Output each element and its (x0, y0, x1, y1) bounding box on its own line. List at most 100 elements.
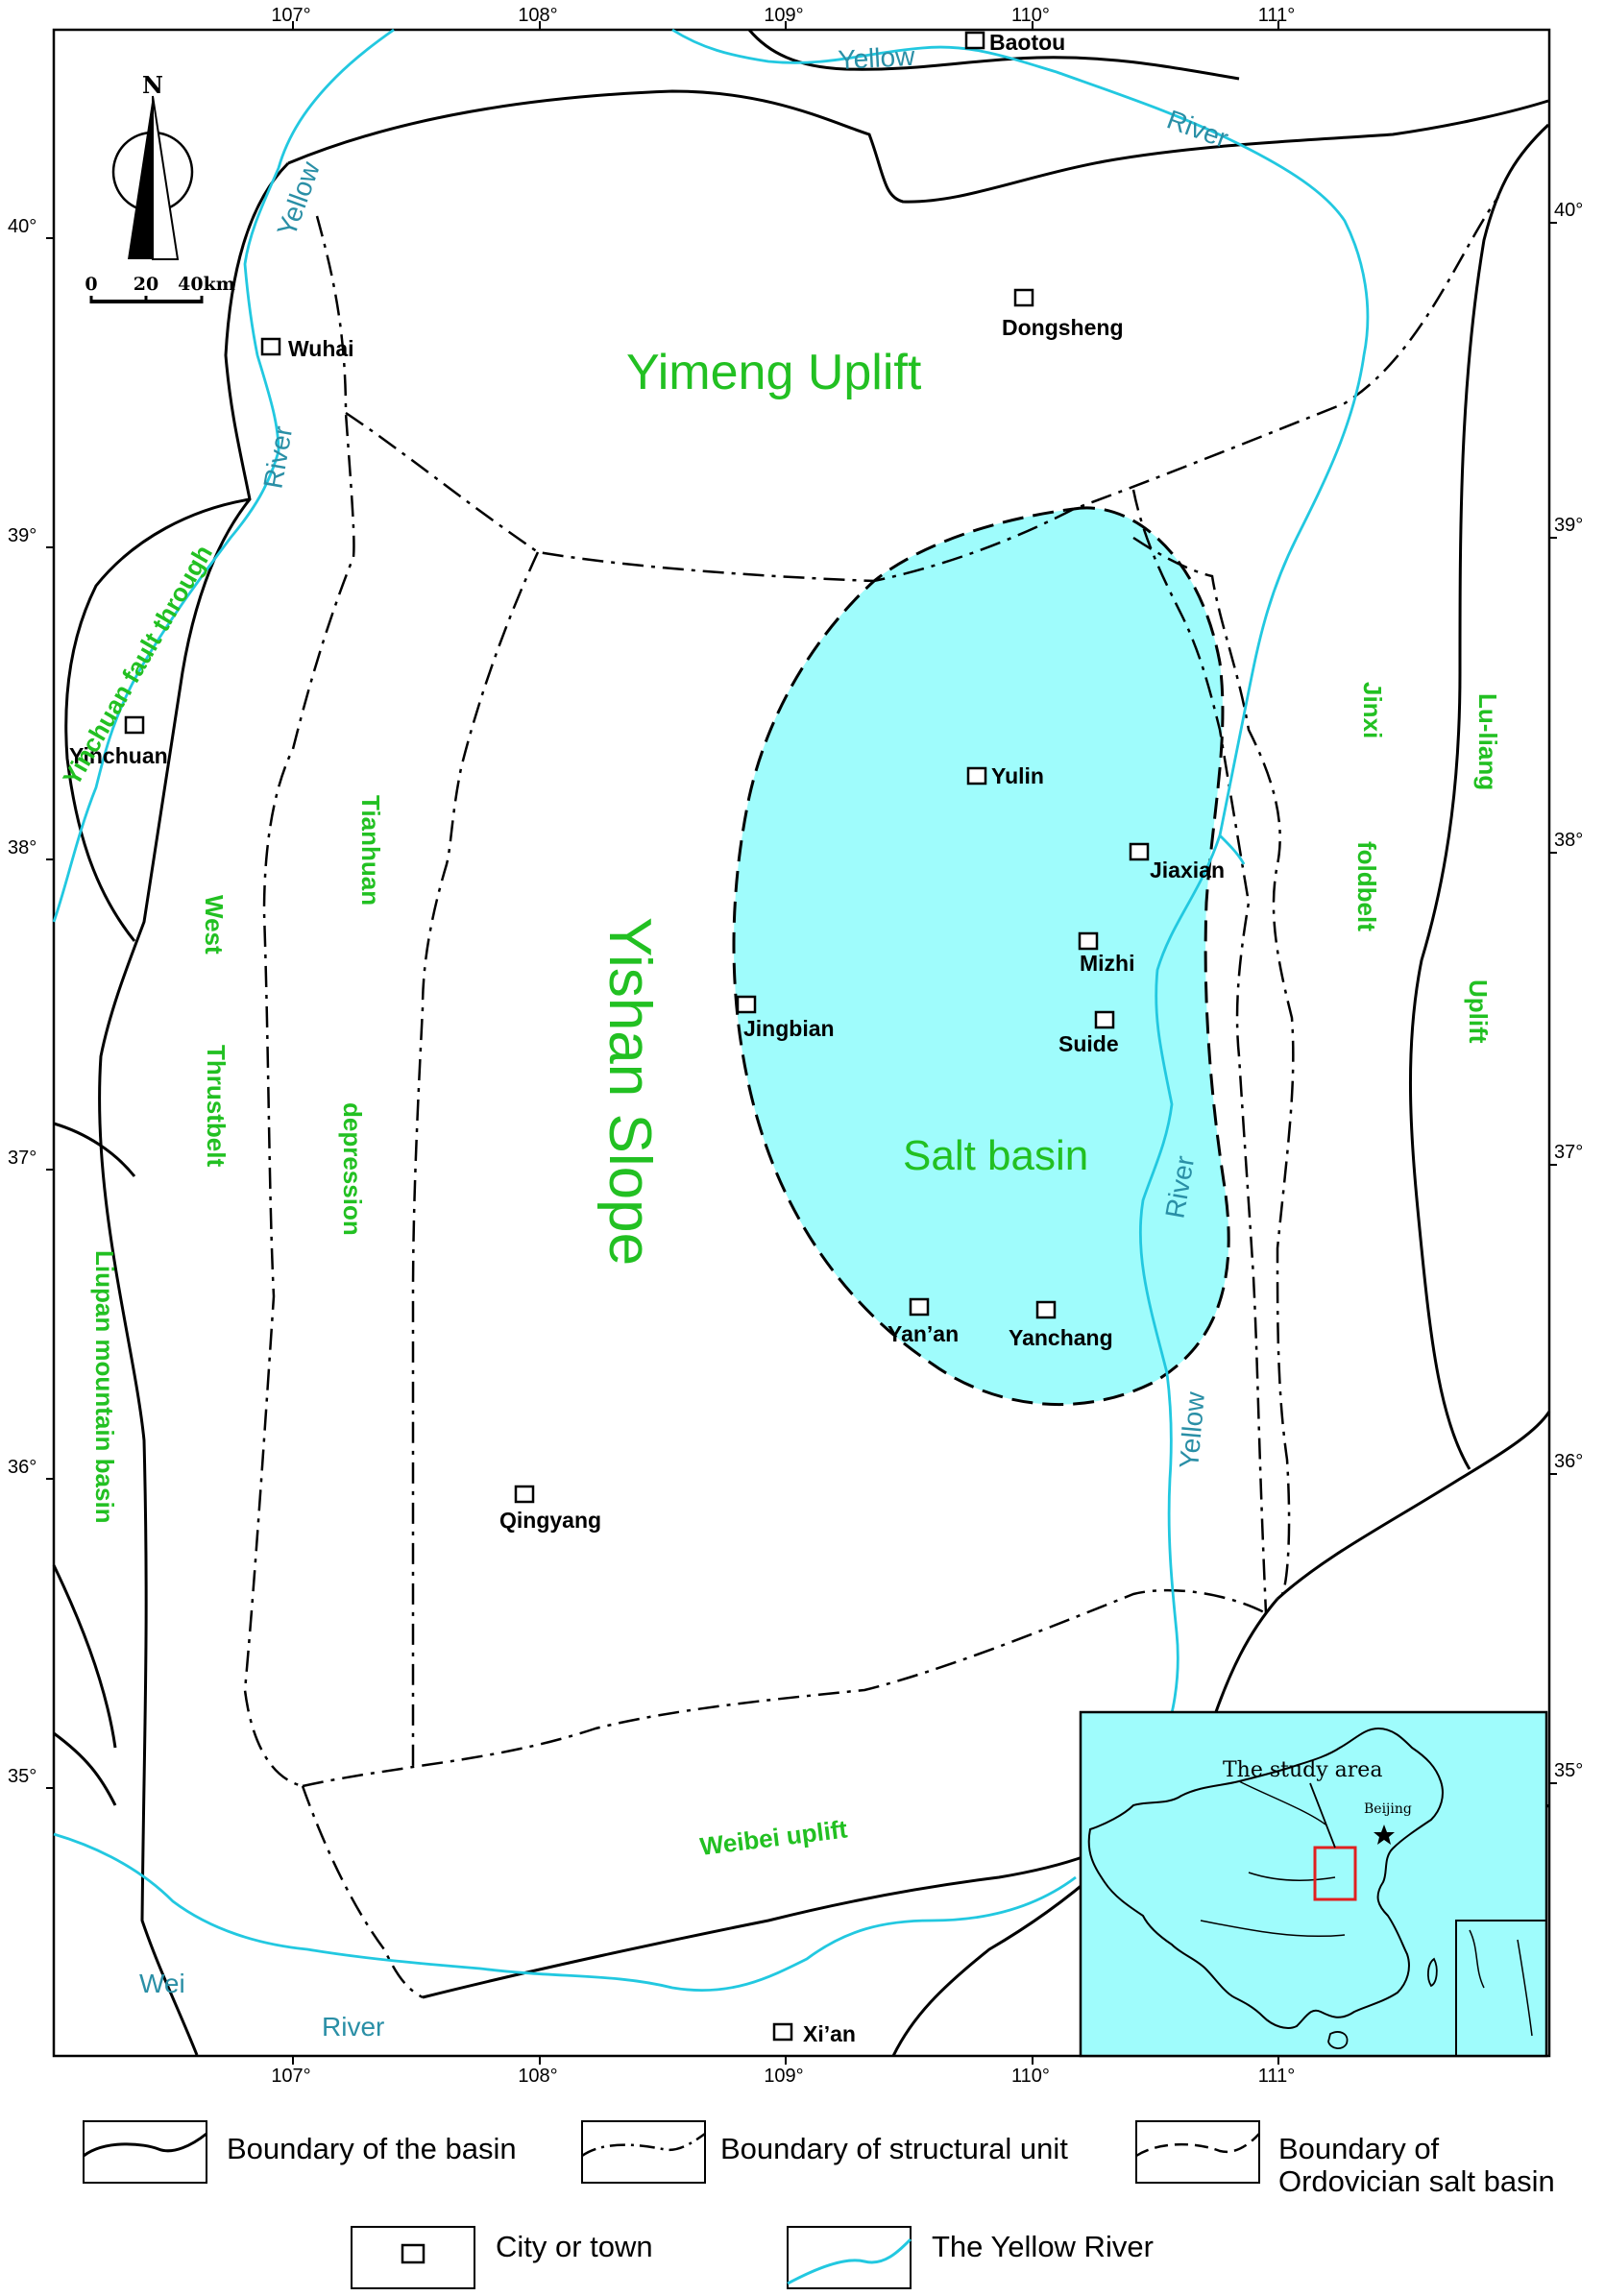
lat-label-35-right: 35° (1554, 1760, 1583, 1781)
city-label-yanchang: Yanchang (1009, 1325, 1113, 1350)
lat-label-38-right: 38° (1554, 830, 1583, 851)
structural-unit-boundaries (243, 196, 1500, 1999)
region-uplift: Uplift (1464, 979, 1493, 1044)
region-yimeng-uplift: Yimeng Uplift (626, 345, 922, 400)
city-label-jiaxian: Jiaxian (1150, 858, 1225, 882)
hainan-island (1327, 2031, 1349, 2049)
lat-label-35-left: 35° (8, 1766, 36, 1787)
river-label-river-south: River (322, 2012, 384, 2042)
region-foldbelt: foldbelt (1352, 841, 1381, 931)
city-marker-yulin (966, 766, 987, 785)
liupan-south (52, 1564, 117, 1749)
compass-needle-right (152, 95, 180, 260)
legend-box-salt-boundary (1135, 2120, 1260, 2184)
region-lu-liang: Lu-liang (1473, 693, 1502, 790)
legend-box-basin-boundary (83, 2120, 207, 2184)
region-jinxi: Jinxi (1358, 682, 1387, 738)
south-china-sea-inset (1455, 1920, 1547, 2057)
scale-bar: 0 20 40km (85, 274, 235, 303)
north-arrow-icon: N (111, 71, 194, 260)
city-marker-yinchuan (124, 715, 145, 735)
city-marker-jingbian (736, 995, 757, 1014)
yellow-river-north (671, 28, 1370, 1749)
latitude-labels: 40° 39° 38° 37° 36° 35° 40° 39° 38° 37° … (8, 200, 1583, 1789)
city-label-wuhai: Wuhai (288, 336, 354, 361)
region-yishan-slope: Yishan Slope (596, 917, 663, 1266)
jinxi-west-unit-1 (1131, 489, 1268, 1614)
tianhuan-west-unit (243, 215, 355, 1788)
inset-map: The study area Beijing (1079, 1710, 1548, 2058)
scale-label-20: 20 (134, 274, 158, 295)
taiwan-island (1427, 1957, 1438, 1988)
region-tianhuan: Tianhuan (356, 795, 385, 906)
beijing-star-icon (1374, 1825, 1395, 1845)
scale-label-0: 0 (85, 274, 97, 295)
city-label-mizhi: Mizhi (1080, 951, 1135, 976)
cities: Baotou Dongsheng Wuhai Yinchuan Yulin Ji… (69, 30, 1225, 2046)
compass-needle-left (128, 96, 153, 259)
lat-label-40-right: 40° (1554, 200, 1583, 221)
lon-label-108-top: 108° (518, 5, 557, 26)
yinchuan-fault-boundary (64, 497, 251, 942)
legend-symbol-yellow-river (787, 2237, 912, 2285)
lon-label-107-top: 107° (271, 5, 310, 26)
south-china-sea-coast (1469, 1929, 1533, 2037)
city-marker-jiaxian (1129, 842, 1150, 861)
legend: Boundary of the basin Boundary of struct… (83, 2120, 1555, 2289)
city-marker-wuhai (260, 337, 281, 356)
legend-symbol-unit-boundary (581, 2132, 706, 2158)
legend-label-basin-boundary: Boundary of the basin (227, 2132, 517, 2165)
lat-label-39-left: 39° (8, 525, 36, 546)
ordovician-salt-basin (732, 506, 1230, 1407)
lon-label-109-bottom: 109° (764, 2066, 803, 2087)
yellow-river-east-bend (1219, 834, 1246, 865)
lon-label-108-bottom: 108° (518, 2066, 557, 2087)
wei-river (53, 1832, 1077, 1992)
region-depression: depression (338, 1102, 367, 1236)
river-label-wei: Wei (139, 1969, 185, 1998)
lat-label-37-right: 37° (1554, 1142, 1583, 1163)
legend-symbol-salt-boundary (1135, 2133, 1260, 2158)
legend-label-city: City or town (496, 2230, 653, 2263)
lon-label-107-bottom: 107° (271, 2066, 310, 2087)
weibei-north-unit (302, 1588, 1267, 1788)
city-label-yinchuan: Yinchuan (69, 743, 168, 768)
lat-label-40-left: 40° (8, 216, 36, 237)
lon-label-110-bottom: 110° (1011, 2066, 1050, 2087)
china-outline (1087, 1727, 1444, 2029)
legend-symbol-basin-boundary (83, 2132, 207, 2158)
region-west: West (200, 895, 229, 955)
city-label-yanan: Yan’an (888, 1321, 959, 1346)
lon-label-111-bottom: 111° (1258, 2066, 1295, 2087)
lon-label-109-top: 109° (764, 5, 803, 26)
river-label-yellow-east: Yellow (1174, 1390, 1210, 1469)
basin-west-boundary (98, 161, 290, 2056)
city-label-yulin: Yulin (991, 763, 1044, 788)
legend-label-salt-boundary-2: Ordovician salt basin (1278, 2164, 1555, 2198)
scale-label-40km: 40km (178, 274, 235, 295)
legend-label-salt-boundary-1: Boundary of (1278, 2132, 1440, 2165)
legend-box-yellow-river (787, 2226, 912, 2289)
legend-symbol-city (401, 2243, 426, 2264)
lon-label-111-top: 111° (1258, 5, 1295, 26)
east-corner-boundary (1276, 1411, 1551, 1601)
rivers (52, 28, 1370, 1992)
region-salt-basin: Salt basin (903, 1132, 1088, 1179)
river-label-yellow-north: Yellow (838, 41, 916, 75)
study-area-pointer (1309, 1782, 1336, 1849)
inset-beijing-label: Beijing (1364, 1801, 1412, 1817)
china-inner-border (1200, 1780, 1346, 1938)
city-marker-baotou (964, 31, 985, 50)
city-label-jingbian: Jingbian (743, 1016, 835, 1041)
city-label-qingyang: Qingyang (499, 1508, 601, 1533)
weibei-west-unit (301, 1785, 424, 1999)
lat-label-38-left: 38° (8, 837, 36, 858)
city-label-xian: Xi’an (803, 2021, 856, 2046)
lat-label-36-left: 36° (8, 1457, 36, 1478)
legend-label-unit-boundary: Boundary of structural unit (720, 2132, 1068, 2165)
city-label-dongsheng: Dongsheng (1002, 315, 1124, 340)
lat-label-39-right: 39° (1554, 515, 1583, 536)
jinxi-west-unit-2 (1132, 536, 1295, 1595)
city-marker-yanan (909, 1297, 930, 1317)
